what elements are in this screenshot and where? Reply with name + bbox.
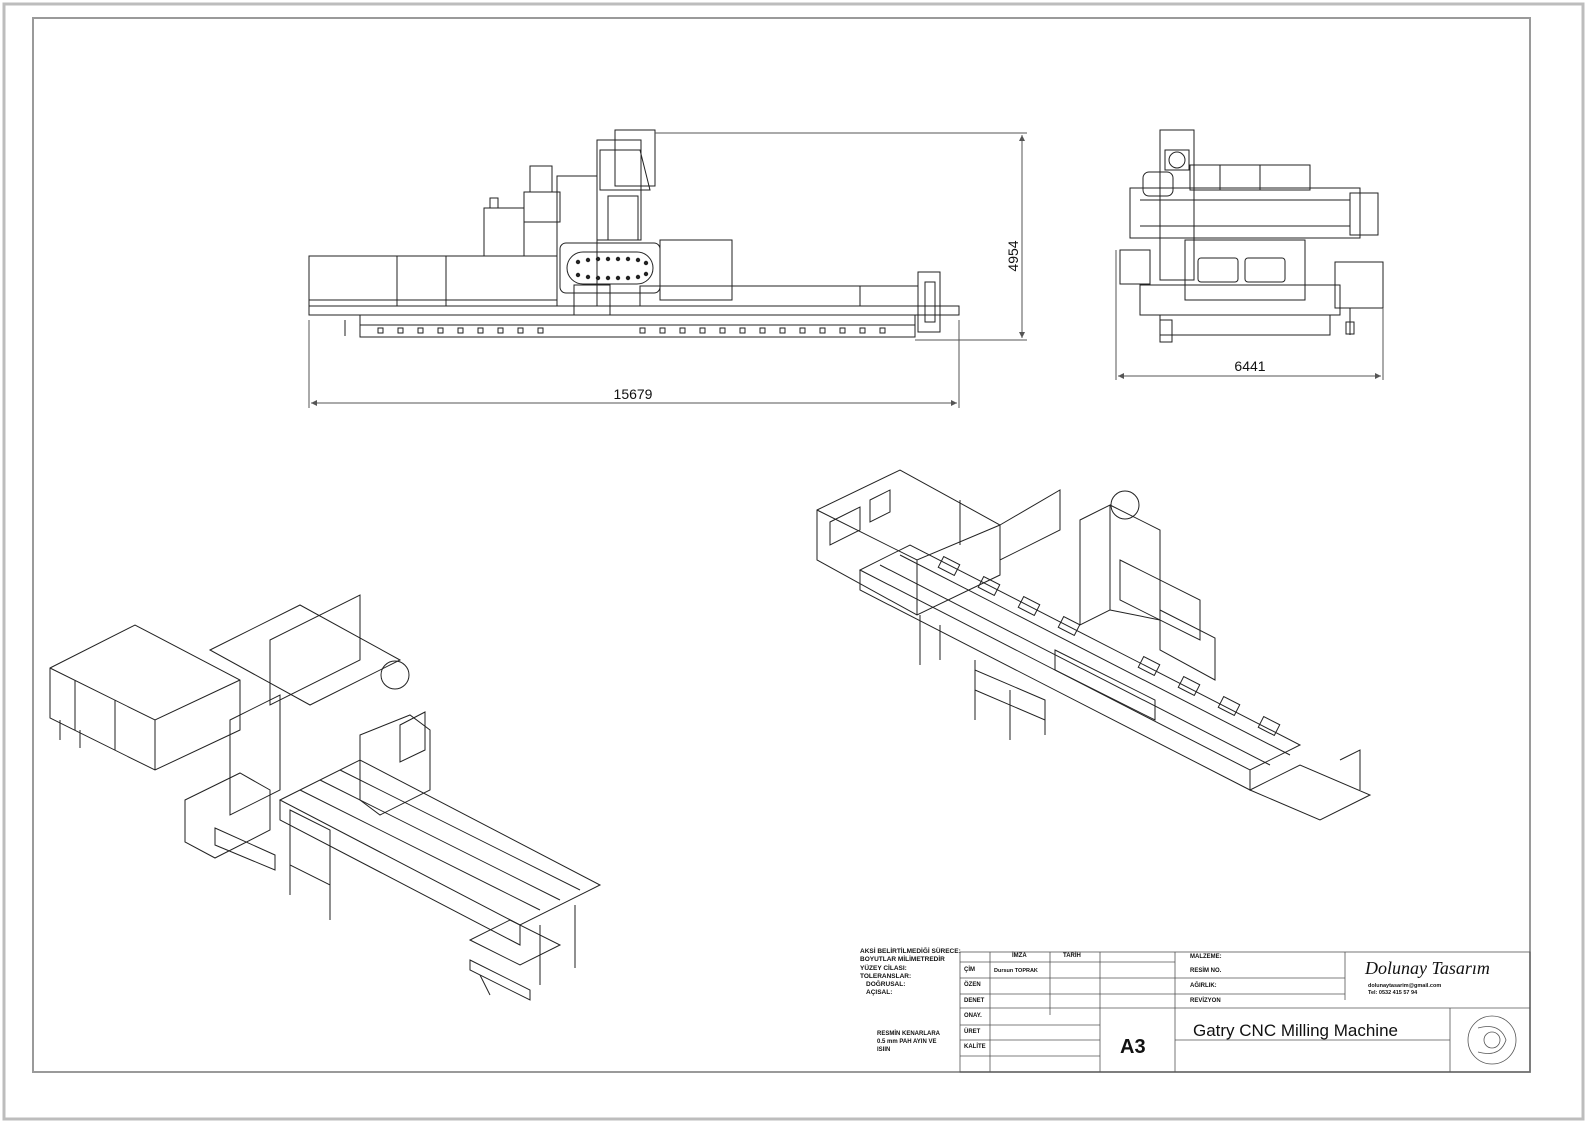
row-test: DENET [964, 998, 985, 1004]
note-line: AÇISAL: [866, 989, 893, 997]
front-view [308, 129, 960, 338]
row-quality: KALİTE [964, 1044, 986, 1050]
revision-label: REVİZYON [1190, 998, 1221, 1004]
col-date: TARİH [1063, 953, 1081, 959]
edge-note-line: ISIIN [877, 1047, 891, 1053]
row-draw: ÇİM [964, 967, 975, 973]
row-production: ÜRET [964, 1029, 981, 1035]
isometric-view-right [816, 469, 1372, 821]
company-phone: Tel: 0532 415 57 94 [1368, 990, 1418, 996]
drawing-number-label: RESİM NO. [1190, 968, 1222, 974]
general-notes: AKSİ BELİRTİLMEDİĞİ SÜRECE: BOYUTLAR MİL… [860, 948, 961, 998]
side-width-label: 6441 [1234, 358, 1265, 374]
front-height-dimension [655, 132, 1027, 341]
front-height-label: 4954 [1005, 240, 1021, 271]
side-width-dimension [1115, 250, 1384, 380]
note-line: YÜZEY CİLASI: [860, 964, 907, 972]
note-line: BOYUTLAR MİLİMETREDİR [860, 956, 945, 964]
edge-note-line: 0.5 mm PAH AYIN VE [877, 1039, 937, 1045]
isometric-view-left [49, 594, 602, 1001]
sheet-size: A3 [1120, 1036, 1146, 1058]
row-check: ÖZEN [964, 982, 981, 988]
side-view [1119, 129, 1384, 343]
material-label: MALZEME: [1190, 954, 1222, 960]
front-length-label: 15679 [614, 386, 653, 402]
company-email: dolunaytasarim@gmail.com [1368, 983, 1442, 989]
note-line: TOLERANSLAR: [860, 972, 912, 980]
edge-note-line: RESMİN KENARLARA [877, 1031, 940, 1037]
front-length-dimension [308, 320, 960, 408]
sheet-inner-border [32, 17, 1531, 1073]
drawer-name: Dursun TOPRAK [994, 968, 1038, 974]
col-signature: İMZA [1012, 953, 1027, 959]
note-line: AKSİ BELİRTİLMEDİĞİ SÜRECE: [860, 948, 961, 955]
title-block [959, 951, 1531, 1073]
company-logo-text: Dolunay Tasarım [1365, 958, 1490, 978]
drawing-title: Gatry CNC Milling Machine [1193, 1021, 1398, 1040]
row-approve: ONAY. [964, 1013, 982, 1019]
edge-note: RESMİN KENARLARA 0.5 mm PAH AYIN VE ISII… [877, 1030, 940, 1054]
note-line: DOĞRUSAL: [866, 981, 906, 989]
weight-label: AĞIRLIK: [1190, 983, 1217, 989]
